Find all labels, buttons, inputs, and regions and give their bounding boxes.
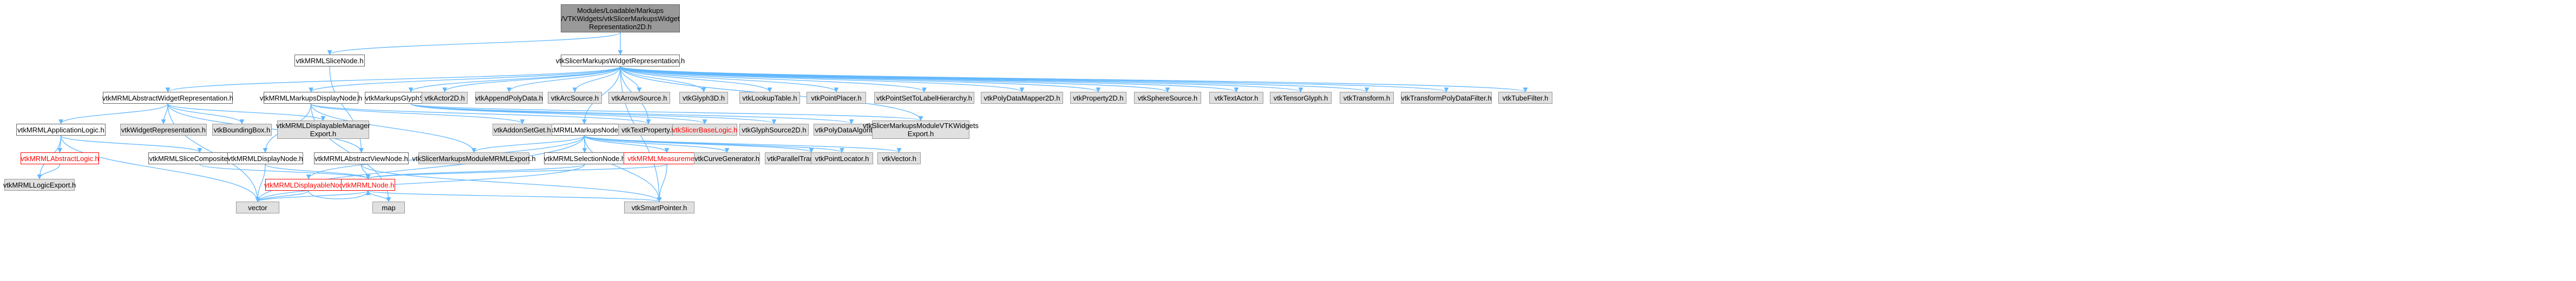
dependency-edge-8	[507, 66, 621, 92]
node-mrml-slice-composite-node[interactable]: vtkMRMLSliceCompositeNode.h	[148, 152, 251, 164]
node-mrml-selection-node[interactable]: vtkMRMLSelectionNode.h	[544, 152, 625, 164]
node-vtk-curve-generator[interactable]: vtkCurveGenerator.h	[694, 152, 760, 164]
node-vtk-point-locator[interactable]: vtkPointLocator.h	[811, 152, 873, 164]
node-vtk-actor-2d[interactable]: vtkActor2D.h	[422, 92, 468, 104]
dependency-edge-41	[410, 103, 923, 121]
dependency-edge-46	[37, 164, 61, 179]
dependency-edge-56	[584, 135, 730, 153]
dependency-edge-4	[165, 66, 621, 92]
dependency-edge-10	[620, 66, 642, 92]
node-mrml-abstract-logic[interactable]: vtkMRMLAbstractLogic.h	[21, 152, 99, 164]
node-vtk-transform[interactable]: vtkTransform.h	[1340, 92, 1394, 104]
node-mrml-abstract-view-node[interactable]: vtkMRMLAbstractViewNode.h	[314, 152, 409, 164]
node-vtk-append-poly-data[interactable]: vtkAppendPolyData.h	[475, 92, 543, 104]
dependency-edge-65	[657, 164, 667, 202]
dependency-edge-22	[620, 66, 1528, 92]
node-root-header: Modules/Loadable/Markups /VTKWidgets/vtk…	[561, 4, 680, 32]
node-vtk-glyph-3d[interactable]: vtkGlyph3D.h	[679, 92, 728, 104]
node-vtk-poly-data-mapper-2d[interactable]: vtkPolyDataMapper2D.h	[981, 92, 1063, 104]
node-markups-display-node[interactable]: vtkMRMLMarkupsDisplayNode.h	[260, 92, 362, 104]
node-vtk-text-property[interactable]: vtkTextProperty.h	[618, 124, 679, 136]
node-markups-widget-representation[interactable]: vtkSlicerMarkupsWidgetRepresentation.h	[556, 55, 685, 66]
node-slicer-base-logic[interactable]: vtkSlicerBaseLogic.h	[672, 124, 737, 136]
dependency-edge-5	[309, 66, 621, 92]
node-mrml-logic-export[interactable]: vtkMRMLLogicExport.h	[3, 179, 76, 191]
dependency-edge-67	[255, 190, 309, 202]
dependency-edge-36	[310, 103, 651, 124]
node-vtk-poly-data-algorithm[interactable]: vtkPolyDataAlgorithm.h	[814, 124, 889, 136]
dependency-edge-68	[255, 190, 369, 202]
dependency-edge-39	[410, 103, 777, 124]
dependency-edge-66	[308, 190, 371, 199]
node-vtk-sphere-source[interactable]: vtkSphereSource.h	[1134, 92, 1201, 104]
node-mrml-displayable-node[interactable]: vtkMRMLDisplayableNode.h	[264, 179, 353, 191]
dependency-edge-14	[620, 66, 927, 92]
node-mrml-measurement[interactable]: vtkMRMLMeasurement.h	[624, 152, 710, 164]
node-vtk-transform-poly-data-filter[interactable]: vtkTransformPolyDataFilter.h	[1401, 92, 1492, 104]
dependency-edge-55	[584, 135, 670, 153]
node-mrml-application-logic[interactable]: vtkMRMLApplicationLogic.h	[16, 124, 106, 136]
dependency-edge-64	[365, 164, 667, 179]
dependency-edge-38	[410, 103, 707, 124]
dependency-edge-35	[310, 103, 525, 124]
dependency-edge-61	[255, 135, 585, 202]
node-vtk-widget-representation[interactable]: vtkWidgetRepresentation.h	[120, 124, 207, 136]
dependency-edge-44	[60, 135, 202, 153]
node-vtk-bounding-box[interactable]: vtkBoundingBox.h	[212, 124, 272, 136]
dependency-edge-11	[620, 66, 706, 92]
dependency-edge-1	[327, 32, 621, 55]
node-vtk-vector[interactable]: vtkVector.h	[877, 152, 921, 164]
dependency-edge-21	[620, 66, 1449, 92]
node-displayable-manager-export[interactable]: vtkMRMLDisplayableManager Export.h	[276, 121, 370, 139]
dependency-edge-69	[368, 190, 391, 202]
dependency-edge-47	[199, 164, 371, 179]
dependency-edge-53	[471, 135, 585, 153]
node-std-vector[interactable]: vector	[236, 202, 279, 213]
dependency-edge-9	[572, 66, 621, 92]
dependency-edge-29	[167, 103, 245, 124]
node-vtk-point-placer[interactable]: vtkPointPlacer.h	[807, 92, 866, 104]
dependency-edge-7	[442, 66, 621, 92]
node-mrml-node[interactable]: vtkMRMLNode.h	[341, 179, 395, 191]
dependency-edge-49	[360, 164, 662, 202]
node-vtk-tube-filter[interactable]: vtkTubeFilter.h	[1498, 92, 1552, 104]
node-markups-module-mrml-export[interactable]: vtkSlicerMarkupsModuleMRMLExport.h	[412, 152, 536, 164]
dependency-edge-30	[167, 103, 326, 121]
dependency-edge-51	[255, 164, 266, 202]
dependency-edge-50	[265, 164, 371, 179]
node-vtk-tensor-glyph[interactable]: vtkTensorGlyph.h	[1270, 92, 1332, 104]
dependency-edge-27	[58, 103, 168, 124]
node-std-map[interactable]: map	[372, 202, 405, 213]
node-mrml-slice-node[interactable]: vtkMRMLSliceNode.h	[294, 55, 365, 66]
node-vtk-lookup-table[interactable]: vtkLookupTable.h	[739, 92, 800, 104]
dependency-edge-57	[584, 135, 814, 153]
node-vtk-smart-pointer[interactable]: vtkSmartPointer.h	[624, 202, 694, 213]
dependency-edge-34	[310, 103, 476, 153]
dependency-edge-62	[365, 164, 585, 179]
dependency-edge-70	[368, 190, 662, 202]
node-vtk-point-set-to-label-hierarchy[interactable]: vtkPointSetToLabelHierarchy.h	[874, 92, 974, 104]
dependency-edge-40	[410, 103, 854, 124]
dependency-edge-13	[620, 66, 839, 92]
node-vtk-arrow-source[interactable]: vtkArrowSource.h	[608, 92, 670, 104]
node-markups-vtk-widgets-export[interactable]: vtkSlicerMarkupsModuleVTKWidgets Export.…	[863, 121, 979, 139]
node-vtk-glyph-source-2d[interactable]: vtkGlyphSource2D.h	[739, 124, 809, 136]
node-vtk-arc-source[interactable]: vtkArcSource.h	[548, 92, 602, 104]
dependency-edge-63	[255, 164, 585, 202]
dependency-edge-12	[620, 66, 772, 92]
node-vtk-addon-set-get[interactable]: vtkAddonSetGet.h	[493, 124, 552, 136]
dependency-edge-6	[408, 66, 621, 92]
node-vtk-text-actor[interactable]: vtkTextActor.h	[1209, 92, 1263, 104]
dependency-edge-45	[60, 135, 260, 202]
node-abstract-widget-representation[interactable]: vtkMRMLAbstractWidgetRepresentation.h	[102, 92, 233, 104]
node-mrml-markups-node[interactable]: vtkMRMLMarkupsNode.h	[542, 124, 626, 136]
node-mrml-display-node[interactable]: vtkMRMLDisplayNode.h	[227, 152, 303, 164]
dependency-edge-15	[620, 66, 1025, 92]
dependency-edge-59	[584, 135, 902, 153]
node-vtk-property-2d[interactable]: vtkProperty2D.h	[1070, 92, 1126, 104]
